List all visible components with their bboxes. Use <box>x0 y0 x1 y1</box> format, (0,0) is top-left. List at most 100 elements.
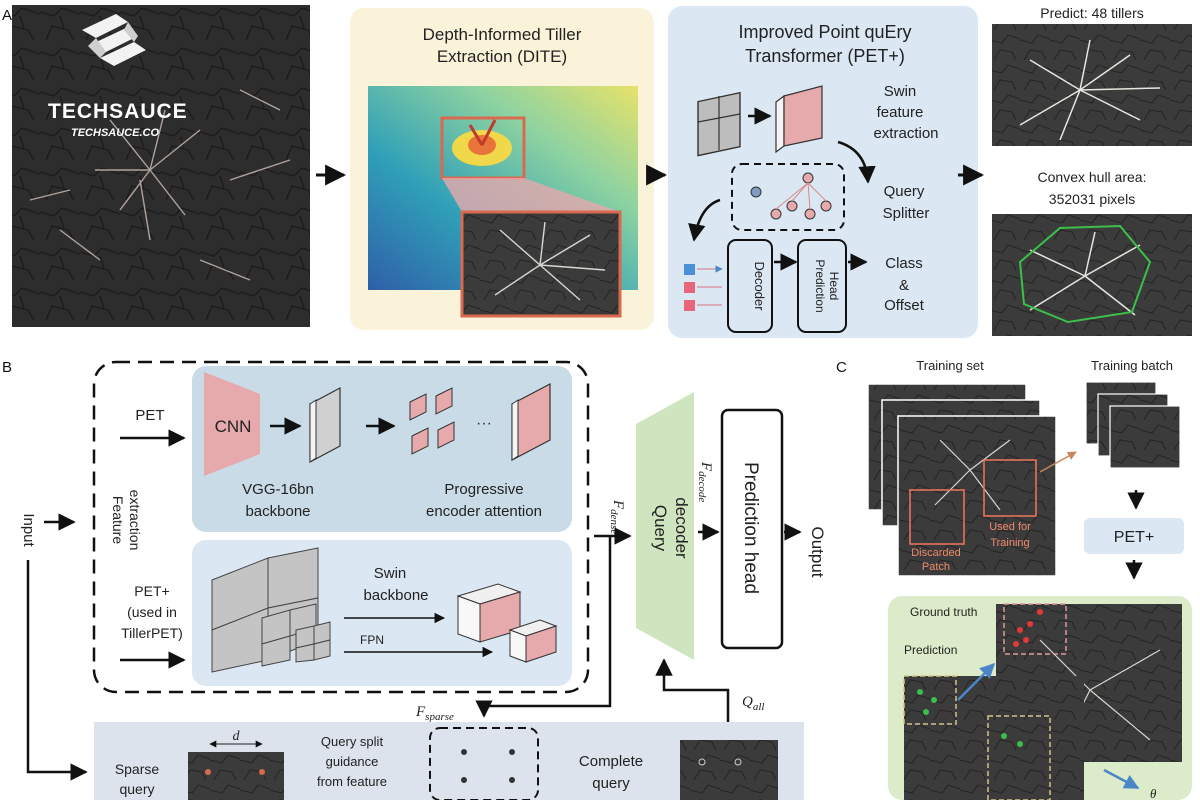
sparse-query-line2: query <box>119 781 154 797</box>
decoder-label: Decoder <box>752 261 767 311</box>
pred-head-label-line2: Head <box>827 272 841 301</box>
output-label: Output <box>808 526 827 577</box>
class-label-line3: Offset <box>884 297 925 314</box>
feature-label-line1: Feature <box>110 496 126 544</box>
cnn-trapezoid <box>204 372 260 476</box>
swin-backbone-label-line2: backbone <box>363 587 428 604</box>
arrow-patch-to-batch <box>1039 451 1077 473</box>
prediction-image <box>904 676 1084 800</box>
prediction-label: Prediction <box>904 643 957 657</box>
attention-ellipsis: ··· <box>476 415 492 432</box>
complete-query-thumb <box>680 740 778 800</box>
f-dense-label: Fdense <box>608 499 626 534</box>
swin-pyramid <box>211 547 331 673</box>
class-label-line1: Class <box>885 255 923 272</box>
cnn-label: CNN <box>215 417 252 436</box>
techsauce-watermark: TECHSAUCE TECHSAUCE.CO <box>48 14 188 139</box>
splitter-label-line2: Splitter <box>883 205 930 222</box>
pet-title-line1: Improved Point quEry <box>738 22 911 42</box>
predict-photo <box>992 24 1192 146</box>
prediction-head-label: Prediction head <box>740 462 761 594</box>
fpn-label: FPN <box>360 633 384 647</box>
q-all-label: Qall <box>742 694 764 713</box>
sparse-query-line1: Sparse <box>115 761 160 777</box>
query-splitter-box <box>731 163 845 231</box>
training-set-label: Training set <box>916 358 984 373</box>
split-guidance-line2: guidance <box>326 754 379 769</box>
query-decoder-trapezoid <box>636 392 694 660</box>
training-batch-stack <box>1085 381 1181 469</box>
pet-title-line2: Transformer (PET+) <box>745 46 905 66</box>
watermark-site: TECHSAUCE.CO <box>71 127 159 139</box>
used-label-line2: Training <box>990 537 1029 549</box>
ts-logo-icon <box>82 14 146 66</box>
pet-plus-panel: Improved Point quEry Transformer (PET+) … <box>668 6 978 338</box>
attention-output-block <box>511 383 551 461</box>
pred-head-label-line1: Prediction <box>813 259 827 312</box>
query-strip: Sparse query d Query split guidance from… <box>94 722 804 800</box>
query-tokens <box>684 264 723 311</box>
swin-backbone-label-line1: Swin <box>374 565 407 582</box>
training-patch-box <box>983 459 1037 517</box>
dite-crop-tillers <box>494 221 606 301</box>
hull-label-line1: Convex hull area: <box>1038 169 1147 185</box>
pet-plus-branch-line1: PET+ <box>134 583 169 599</box>
swin-label-line2: feature <box>877 104 924 121</box>
split-guidance-line1: Query split <box>321 734 384 749</box>
training-batch-label: Training batch <box>1091 358 1173 373</box>
discarded-label-line2: Patch <box>922 561 950 573</box>
discarded-patch-box <box>909 489 965 545</box>
split-guidance-line3: from feature <box>317 774 387 789</box>
arrow-splitter-to-queries <box>688 198 721 242</box>
match-arrow-2 <box>1103 768 1140 790</box>
d-label: d <box>233 729 241 744</box>
pet-plus-branch-line3: TillerPET) <box>121 625 183 641</box>
vgg-label-line1: VGG-16bn <box>242 481 314 498</box>
predict-label: Predict: 48 tillers <box>1040 5 1143 21</box>
theta-label: θ <box>1150 786 1157 800</box>
feature-extraction-dashed-box <box>92 360 590 694</box>
swin-input-grid <box>697 91 741 157</box>
progressive-label-line2: encoder attention <box>426 503 542 520</box>
pet-plus-branch-line2: (used in <box>127 604 177 620</box>
match-arrow-1 <box>957 662 996 701</box>
discarded-label-line1: Discarded <box>911 547 961 559</box>
swin-label-line1: Swin <box>884 83 917 100</box>
vgg-feature-block <box>309 387 341 463</box>
prediction-dashed-box-2 <box>987 715 1051 800</box>
vgg-label-line2: backbone <box>245 503 310 520</box>
watermark-brand: TECHSAUCE <box>48 100 188 123</box>
depth-plant-blob <box>452 119 512 166</box>
query-decoder-label-line2: decoder <box>672 497 691 559</box>
swin-output-block-small <box>508 619 558 663</box>
attention-patches <box>409 387 455 455</box>
arrow-feature-to-splitter <box>837 140 876 184</box>
splitter-label-line1: Query <box>884 183 925 200</box>
arrow-input-to-sparse <box>26 560 88 781</box>
split-dashed-box <box>429 727 539 800</box>
swin-backbone-panel: Swin backbone FPN <box>192 540 572 686</box>
pet-plus-block <box>1084 518 1184 554</box>
f-decode-label: Fdecode <box>696 461 714 502</box>
input-label: Input <box>20 513 37 547</box>
complete-query-line1: Complete <box>579 753 643 770</box>
swin-feature-block <box>775 85 823 154</box>
class-label-line2: & <box>899 277 909 294</box>
query-decoder-label-line1: Query <box>651 505 670 552</box>
results-panel: Ground truth Prediction θ <box>888 596 1192 800</box>
dite-title-line2: Extraction (DITE) <box>437 47 567 66</box>
dite-zoom-funnel <box>442 178 620 212</box>
decoder-box <box>727 239 773 333</box>
prediction-head-box <box>797 239 847 333</box>
used-label-line1: Used for <box>989 521 1031 533</box>
complete-query-line2: query <box>592 775 630 792</box>
convex-hull-photo <box>992 214 1192 336</box>
hull-label-line2: 352031 pixels <box>1049 191 1135 207</box>
input-photo <box>12 5 310 327</box>
arrow-to-f-sparse <box>475 700 612 718</box>
dite-title-line1: Depth-Informed Tiller <box>423 25 582 44</box>
panel-a-letter: A <box>2 7 12 24</box>
dite-panel: Depth-Informed Tiller Extraction (DITE) <box>350 8 654 330</box>
arrow-q-all-to-decoder <box>655 658 730 722</box>
